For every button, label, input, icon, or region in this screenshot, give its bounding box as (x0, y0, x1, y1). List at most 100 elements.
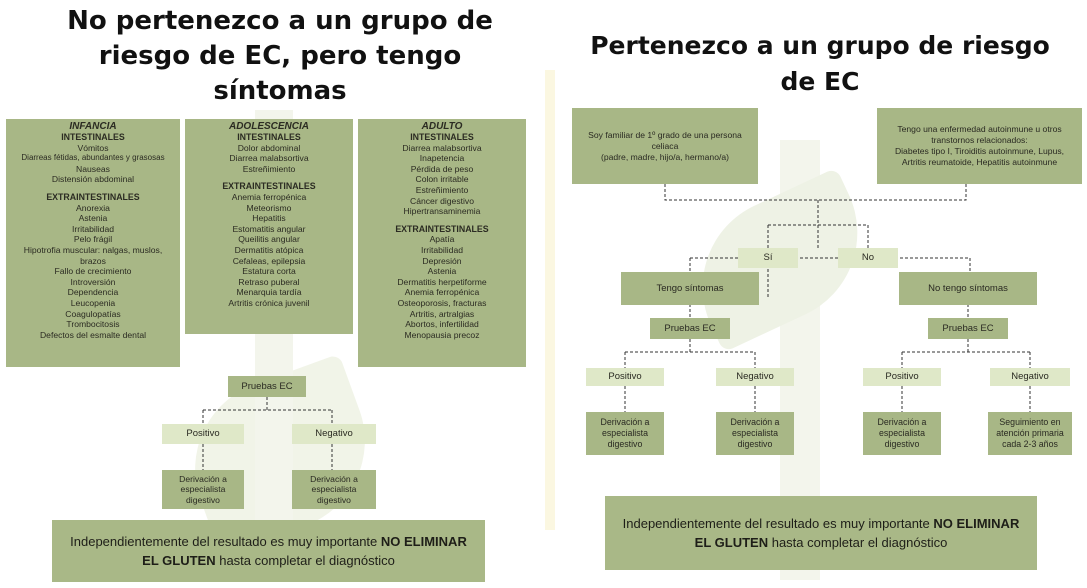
symptom: Leucopenia (70, 297, 116, 308)
symptom: Anemia ferropénica (404, 287, 480, 298)
section-heading: INTESTINALES (61, 132, 125, 142)
line: Derivación a (310, 473, 358, 484)
symptom: Diarrea malabsortiva (402, 142, 482, 153)
line: especialista (180, 484, 226, 495)
left-derivacion-negativo: Derivación a especialista digestivo (292, 470, 376, 509)
negativo-label: Negativo (736, 371, 774, 383)
column-adulto: ADULTO INTESTINALES Diarrea malabsortiva… (358, 119, 526, 367)
symptom: Colon irritable (415, 174, 469, 185)
age-heading: ADOLESCENCIA (228, 121, 309, 132)
symptom: Abortos, infertilidad (405, 319, 479, 330)
symptom: Anemia ferropénica (231, 191, 307, 202)
line: Diabetes tipo I, Tiroiditis autoinmune, … (894, 146, 1065, 156)
outcome-1: Derivación a especialista digestivo (586, 412, 664, 455)
symptom: Pérdida de peso (410, 163, 474, 174)
line: Tengo una enfermedad autoinmune u otros (897, 124, 1062, 134)
symptom: Inapetencia (419, 153, 465, 164)
left-positivo-label: Positivo (186, 428, 220, 440)
symptom: Menopausia precoz (404, 329, 480, 340)
left-negativo-label: Negativo (315, 428, 353, 440)
symptom: Artritis crónica juvenil (228, 297, 310, 308)
tengo-sintomas-label: Tengo síntomas (656, 282, 724, 294)
watermark-yellow-left (545, 70, 555, 530)
line: digestivo (317, 494, 351, 505)
left-derivacion-positivo: Derivación a especialista digestivo (162, 470, 244, 509)
positivo-label: Positivo (885, 371, 919, 383)
si-label: Sí (763, 252, 773, 264)
negativo-box-1: Negativo (716, 368, 794, 386)
column-infancia: INFANCIA INTESTINALES Vómitos Diarreas f… (6, 119, 180, 367)
left-title-line-3: síntomas (213, 76, 347, 106)
note-text-end: hasta completar el diagnóstico (768, 535, 948, 550)
line: Derivación a (600, 417, 650, 427)
pruebas-ec-right: Pruebas EC (928, 318, 1008, 339)
symptom: Depresión (422, 255, 462, 266)
symptom: Apatía (429, 234, 455, 245)
pruebas-ec-left: Pruebas EC (650, 318, 730, 339)
familiar-box: Soy familiar de 1º grado de una persona … (572, 108, 758, 184)
symptom: Artritis, artralgias (409, 308, 475, 319)
line: digestivo (884, 439, 920, 449)
si-box: Sí (738, 248, 798, 268)
left-pruebas-ec: Pruebas EC (228, 376, 306, 397)
symptom: Estreñimiento (242, 163, 296, 174)
line: Derivación a (730, 417, 780, 427)
negativo-box-2: Negativo (990, 368, 1070, 386)
line: Derivación a (179, 473, 227, 484)
symptom: Coagulopatías (65, 308, 121, 319)
tengo-sintomas-box: Tengo síntomas (621, 272, 759, 305)
section-heading: EXTRAINTESTINALES (46, 191, 140, 202)
section-heading: INTESTINALES (410, 132, 474, 142)
line: Seguimiento en (999, 417, 1061, 427)
symptom: Anorexia (76, 202, 110, 213)
symptom: Meteorismo (246, 202, 292, 213)
symptom: Diarreas fétidas, abundantes y grasosas (21, 153, 165, 163)
symptom: Hipertransaminemia (403, 206, 481, 217)
age-heading: ADULTO (421, 121, 463, 132)
note-text: Independientemente del resultado es muy … (70, 534, 381, 549)
symptom: Astenia (427, 266, 457, 277)
symptom: Dermatitis atópica (234, 244, 304, 255)
outcome-3: Derivación a especialista digestivo (863, 412, 941, 455)
symptom: Hepatitis (252, 213, 286, 224)
symptom: Fallo de crecimiento (54, 266, 132, 277)
column-adolescencia: ADOLESCENCIA INTESTINALES Dolor abdomina… (185, 119, 353, 334)
line: digestivo (737, 439, 773, 449)
symptom: Cáncer digestivo (409, 195, 474, 206)
symptom: Irritabilidad (420, 244, 464, 255)
symptom: Vómitos (77, 142, 109, 153)
line: Artritis reumatoide, Hepatitis autoinmun… (901, 157, 1058, 167)
left-title-line-2: riesgo de EC, pero tengo (98, 41, 462, 71)
symptom: Astenia (78, 213, 108, 224)
age-heading: INFANCIA (69, 121, 117, 132)
symptom: Trombocitosis (66, 319, 120, 330)
line: celiaca (651, 140, 679, 151)
section-heading: INTESTINALES (237, 132, 301, 142)
positivo-label: Positivo (608, 371, 642, 383)
line: transtornos relacionados: (931, 135, 1028, 145)
note-emphasis: NO ELIMINAR EL GLUTEN (694, 516, 1020, 550)
symptom: Irritabilidad (71, 223, 115, 234)
outcome-2: Derivación a especialista digestivo (716, 412, 794, 455)
symptom: Queilitis angular (238, 234, 300, 245)
autoinmune-box: Tengo una enfermedad autoinmune u otros … (877, 108, 1082, 184)
no-label: No (861, 252, 875, 264)
line: (padre, madre, hijo/a, hermano/a) (600, 151, 730, 162)
negativo-label: Negativo (1011, 371, 1049, 383)
line: digestivo (186, 494, 220, 505)
symptom: Cefaleas, epilepsia (232, 255, 306, 266)
right-title-line-1: Pertenezco a un grupo de riesgo (590, 31, 1050, 60)
left-title-line-1: No pertenezco a un grupo de (67, 6, 493, 36)
pruebas-label: Pruebas EC (942, 322, 994, 334)
left-positivo: Positivo (162, 424, 244, 444)
symptom: Dermatitis herpetiforme (397, 276, 487, 287)
line: Derivación a (877, 417, 927, 427)
note-text: Independientemente del resultado es muy … (622, 516, 934, 531)
left-note: Independientemente del resultado es muy … (52, 520, 485, 582)
symptom: Dependencia (67, 287, 119, 298)
line: especialista (879, 428, 925, 438)
line: cada 2-3 años (1002, 439, 1058, 449)
symptom: brazos (80, 255, 106, 266)
left-title: No pertenezco a un grupo de riesgo de EC… (40, 4, 520, 109)
